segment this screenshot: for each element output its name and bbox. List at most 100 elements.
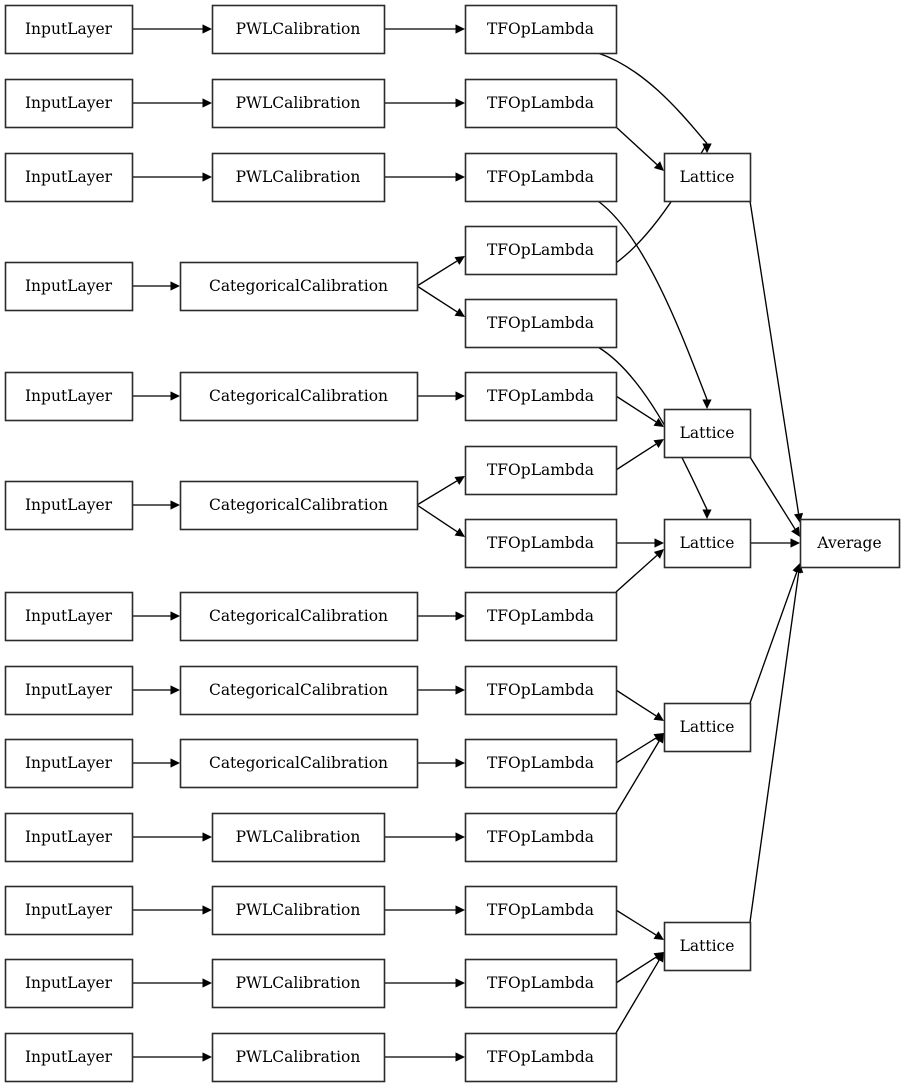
node-categorical-calibration[interactable]: CategoricalCalibration [179, 480, 419, 531]
node-box[interactable] [464, 298, 618, 349]
node-box[interactable] [4, 885, 134, 936]
node-box[interactable] [464, 4, 618, 55]
node-input-layer[interactable]: InputLayer [4, 261, 134, 312]
node-tfop-lambda[interactable]: TFOpLambda [464, 4, 618, 55]
node-lattice[interactable]: Lattice [663, 518, 752, 569]
node-pwlcalibration[interactable]: PWLCalibration [211, 78, 386, 129]
node-box[interactable] [179, 371, 419, 422]
node-categorical-calibration[interactable]: CategoricalCalibration [179, 591, 419, 642]
edge-pwlcalibration-to-tfop-lambda [384, 24, 465, 34]
node-tfop-lambda[interactable]: TFOpLambda [464, 152, 618, 203]
node-tfop-lambda[interactable]: TFOpLambda [464, 518, 618, 569]
node-lattice[interactable]: Lattice [663, 408, 752, 459]
node-box[interactable] [179, 738, 419, 789]
node-input-layer[interactable]: InputLayer [4, 480, 134, 531]
node-box[interactable] [464, 152, 618, 203]
node-box[interactable] [211, 78, 386, 129]
node-box[interactable] [464, 812, 618, 863]
node-box[interactable] [464, 78, 618, 129]
node-box[interactable] [211, 958, 386, 1009]
node-box[interactable] [464, 958, 618, 1009]
node-tfop-lambda[interactable]: TFOpLambda [464, 665, 618, 716]
node-average[interactable]: Average [799, 518, 901, 569]
node-box[interactable] [4, 1032, 134, 1083]
node-box[interactable] [464, 665, 618, 716]
node-box[interactable] [4, 152, 134, 203]
node-tfop-lambda[interactable]: TFOpLambda [464, 371, 618, 422]
node-pwlcalibration[interactable]: PWLCalibration [211, 885, 386, 936]
node-tfop-lambda[interactable]: TFOpLambda [464, 298, 618, 349]
node-box[interactable] [211, 4, 386, 55]
node-box[interactable] [179, 261, 419, 312]
node-input-layer[interactable]: InputLayer [4, 78, 134, 129]
node-tfop-lambda[interactable]: TFOpLambda [464, 225, 618, 276]
node-categorical-calibration[interactable]: CategoricalCalibration [179, 261, 419, 312]
arrow-head-icon [202, 24, 212, 34]
node-input-layer[interactable]: InputLayer [4, 885, 134, 936]
node-pwlcalibration[interactable]: PWLCalibration [211, 1032, 386, 1083]
node-tfop-lambda[interactable]: TFOpLambda [464, 812, 618, 863]
node-box[interactable] [4, 480, 134, 531]
node-box[interactable] [179, 665, 419, 716]
node-label: TFOpLambda [487, 20, 594, 38]
node-input-layer[interactable]: InputLayer [4, 152, 134, 203]
node-box[interactable] [464, 518, 618, 569]
node-tfop-lambda[interactable]: TFOpLambda [464, 885, 618, 936]
node-tfop-lambda[interactable]: TFOpLambda [464, 78, 618, 129]
node-box[interactable] [211, 812, 386, 863]
node-label: PWLCalibration [236, 828, 361, 846]
node-box[interactable] [464, 225, 618, 276]
node-input-layer[interactable]: InputLayer [4, 591, 134, 642]
node-input-layer[interactable]: InputLayer [4, 958, 134, 1009]
node-tfop-lambda[interactable]: TFOpLambda [464, 591, 618, 642]
node-input-layer[interactable]: InputLayer [4, 738, 134, 789]
node-box[interactable] [464, 738, 618, 789]
node-box[interactable] [464, 885, 618, 936]
node-categorical-calibration[interactable]: CategoricalCalibration [179, 665, 419, 716]
node-input-layer[interactable]: InputLayer [4, 1032, 134, 1083]
node-categorical-calibration[interactable]: CategoricalCalibration [179, 371, 419, 422]
node-tfop-lambda[interactable]: TFOpLambda [464, 738, 618, 789]
node-pwlcalibration[interactable]: PWLCalibration [211, 812, 386, 863]
node-box[interactable] [179, 591, 419, 642]
node-input-layer[interactable]: InputLayer [4, 371, 134, 422]
node-categorical-calibration[interactable]: CategoricalCalibration [179, 738, 419, 789]
node-box[interactable] [663, 518, 752, 569]
node-box[interactable] [4, 812, 134, 863]
node-box[interactable] [464, 1032, 618, 1083]
node-box[interactable] [663, 702, 752, 753]
node-input-layer[interactable]: InputLayer [4, 665, 134, 716]
node-box[interactable] [4, 78, 134, 129]
node-input-layer[interactable]: InputLayer [4, 4, 134, 55]
node-input-layer[interactable]: InputLayer [4, 812, 134, 863]
node-pwlcalibration[interactable]: PWLCalibration [211, 958, 386, 1009]
node-box[interactable] [4, 665, 134, 716]
node-box[interactable] [663, 408, 752, 459]
node-box[interactable] [4, 371, 134, 422]
node-tfop-lambda[interactable]: TFOpLambda [464, 1032, 618, 1083]
node-lattice[interactable]: Lattice [663, 152, 752, 203]
node-tfop-lambda[interactable]: TFOpLambda [464, 445, 618, 496]
node-pwlcalibration[interactable]: PWLCalibration [211, 4, 386, 55]
node-box[interactable] [663, 921, 752, 972]
node-box[interactable] [4, 4, 134, 55]
node-box[interactable] [464, 371, 618, 422]
node-box[interactable] [211, 152, 386, 203]
node-lattice[interactable]: Lattice [663, 921, 752, 972]
node-box[interactable] [179, 480, 419, 531]
node-box[interactable] [4, 261, 134, 312]
node-box[interactable] [799, 518, 901, 569]
node-box[interactable] [211, 1032, 386, 1083]
node-tfop-lambda[interactable]: TFOpLambda [464, 958, 618, 1009]
node-box[interactable] [4, 958, 134, 1009]
node-box[interactable] [464, 445, 618, 496]
node-lattice[interactable]: Lattice [663, 702, 752, 753]
node-box[interactable] [4, 591, 134, 642]
node-box[interactable] [4, 738, 134, 789]
node-box[interactable] [663, 152, 752, 203]
node-box[interactable] [464, 591, 618, 642]
arrow-head-icon [170, 391, 180, 401]
node-pwlcalibration[interactable]: PWLCalibration [211, 152, 386, 203]
node-box[interactable] [211, 885, 386, 936]
edge-line [749, 456, 796, 530]
